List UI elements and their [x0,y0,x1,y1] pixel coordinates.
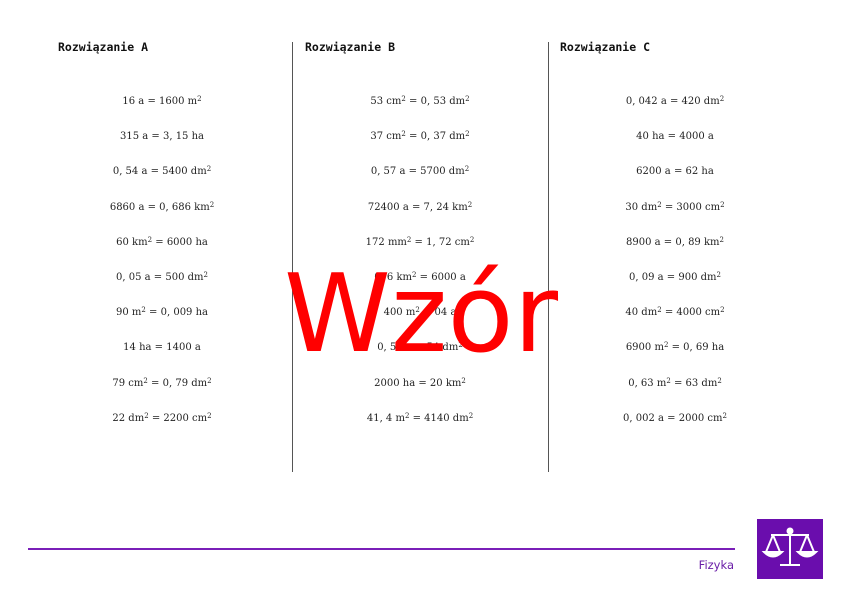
equation-rhs: 6000 a [431,272,466,283]
equation-rhs: 500 dm2 [165,271,208,283]
equation-lhs: 0, 57 a [370,166,406,178]
equation-row: 0, 63 m2 = 63 dm2 [628,376,722,389]
equation-row: 16 a = 1600 m2 [122,95,202,107]
equation-row: 0, 042 a = 420 dm2 [625,95,725,107]
equation-lhs: 6860 a [109,201,145,213]
column-title-a: Rozwiązanie A [58,40,149,54]
equation-lhs: 315 a [119,131,149,143]
equation-lhs: 6200 a [636,166,671,178]
equation-rhs: 2200 cm2 [163,411,212,424]
equation-rhs: 0, 79 dm2 [162,376,212,389]
column-divider [548,42,549,472]
equation-rhs: 5700 dm2 [420,165,470,178]
equation-rhs: 1400 a [166,342,201,354]
scales-icon [761,527,819,566]
equation-row: 6900 m2 = 0, 69 ha [625,341,725,354]
equation-rhs: 04 a [434,307,457,319]
equation-rhs: 4000 a [679,131,714,143]
equation-row: 14 ha = 1400 a [123,342,201,354]
equation-lhs: 0, 09 a [629,272,664,283]
equation-rhs: 1, 72 cm2 [426,235,475,248]
equation-lhs: 90 m2 [116,306,146,319]
equation-row: 0, 54 a = 5400 dm2 [112,165,212,178]
equation-row: 315 a = 3, 15 ha [119,131,204,143]
equation-rhs: 0, 53 dm2 [420,95,470,107]
equation-lhs: 0, 042 a [625,96,667,107]
equation-row: 0, 05 a = 500 dm2 [116,271,208,283]
equation-row: 40 dm2 = 4000 cm2 [625,306,725,319]
equation-rhs: 7, 24 km2 [423,200,473,213]
equation-row: 0, 002 a = 2000 cm2 [623,411,727,424]
equation-row: 30 dm2 = 3000 cm2 [625,200,725,213]
equation-rhs: 62 ha [685,166,714,178]
equation-lhs: 6900 m2 [625,341,669,354]
equation-rhs: 2000 cm2 [678,411,727,424]
equation-lhs: 8900 a [626,236,661,248]
equation-row: 0, 57 a = 5700 dm2 [370,165,470,178]
equation-lhs: 60 km2 [116,235,153,248]
column-title-c: Rozwiązanie C [560,40,651,54]
equation-row: 41, 4 m2 = 4140 dm2 [366,411,474,424]
equation-rhs: 0, 89 km2 [675,235,724,248]
equation-rhs: 3, 15 ha [162,131,204,143]
equation-lhs: 0, 54 a [377,342,412,354]
footer-label: Fizyka [698,558,734,572]
equation-rhs: 1600 m2 [159,95,202,107]
equation-rhs: 0, 686 km2 [159,200,215,213]
equation-lhs: 2000 ha [374,377,416,389]
equation-row: 2000 ha = 20 km2 [374,376,466,389]
equation-lhs: 40 dm2 [625,306,662,319]
equation-row: 8900 a = 0, 89 km2 [626,235,724,248]
equation-row: 90 m2 = 0, 009 ha [116,306,208,319]
footer-line [28,548,735,550]
equation-row: 40 ha = 4000 a [636,131,714,143]
equation-lhs: 16 a [122,96,145,107]
equation-lhs: 72400 a [367,201,409,213]
equation-rhs: 4000 cm2 [676,306,725,319]
equation-rhs: 420 dm2 [681,95,725,107]
equation-lhs: 0, 05 a [116,272,151,283]
equation-rhs: 0, 69 ha [683,342,725,354]
column-divider [292,42,293,472]
equation-row: 0, 6 km2 = 6000 a [374,271,466,283]
equation-row: 53 cm2 = 0, 53 dm2 [370,95,470,107]
equation-row: 400 m2 = 04 a [383,306,457,319]
column-title-b: Rozwiązanie B [305,40,396,54]
equation-lhs: 0, 002 a [623,412,664,424]
equation-row: 79 cm2 = 0, 79 dm2 [112,376,212,389]
equation-rhs: 20 km2 [429,376,466,389]
equation-lhs: 53 cm2 [370,95,406,107]
equation-row: 22 dm2 = 2200 cm2 [112,411,212,424]
equation-lhs: 172 mm2 [365,235,412,248]
equation-lhs: 14 ha [123,342,152,354]
equation-rhs: 900 dm2 [678,271,721,283]
equation-rhs: 3000 cm2 [676,200,725,213]
equation-lhs: 41, 4 m2 [366,411,410,424]
equation-lhs: 400 m2 [383,306,420,319]
equation-row: 0, 54 a = 54 dm2 [377,341,463,354]
equation-lhs: 0, 6 km2 [374,271,417,283]
equation-rhs: 0, 37 dm2 [420,130,470,143]
equation-rhs: 6000 ha [166,236,208,248]
equation-row: 172 mm2 = 1, 72 cm2 [365,235,475,248]
equation-rhs: 0, 009 ha [160,307,208,319]
equation-lhs: 40 ha [636,131,665,143]
equation-lhs: 0, 54 a [112,166,148,178]
equation-lhs: 22 dm2 [112,411,149,424]
equation-rhs: 4140 dm2 [424,411,474,424]
logo [757,519,823,579]
equation-row: 37 cm2 = 0, 37 dm2 [370,130,470,143]
equation-rhs: 63 dm2 [685,376,722,389]
equation-lhs: 30 dm2 [625,200,662,213]
equation-rhs: 5400 dm2 [162,165,212,178]
equation-row: 6200 a = 62 ha [636,166,714,178]
equation-lhs: 37 cm2 [370,130,406,143]
equation-row: 72400 a = 7, 24 km2 [367,200,473,213]
equation-row: 60 km2 = 6000 ha [116,235,208,248]
equation-lhs: 79 cm2 [112,376,148,389]
equation-row: 6860 a = 0, 686 km2 [109,200,215,213]
equation-row: 0, 09 a = 900 dm2 [629,271,721,283]
equation-rhs: 54 dm2 [426,341,463,354]
equation-lhs: 0, 63 m2 [628,376,671,389]
